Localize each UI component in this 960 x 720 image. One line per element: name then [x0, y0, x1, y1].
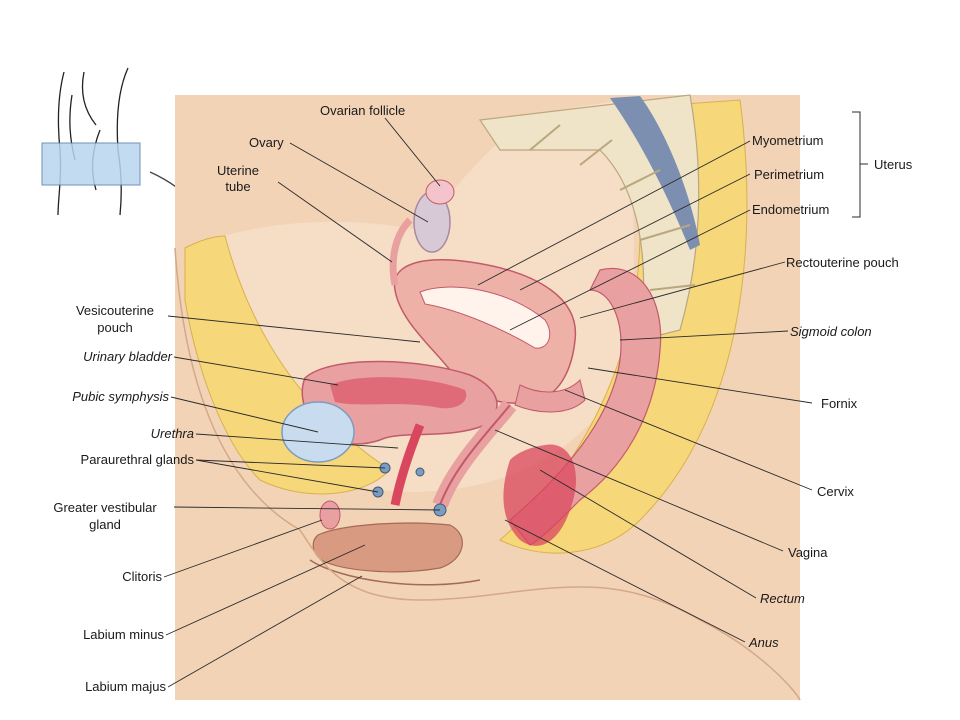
leader-lines: [163, 117, 813, 688]
label-labium-minus: Labium minus: [83, 627, 164, 642]
label-cervix: Cervix: [817, 484, 854, 499]
inset-body-outline: [57, 67, 129, 216]
label-pubic-symphysis: Pubic symphysis: [72, 389, 169, 404]
clitoris-shape: [319, 500, 341, 530]
label-rectouterine-pouch: Rectouterine pouch: [786, 255, 899, 270]
ovarian-follicle-shape: [425, 179, 455, 205]
vagina-lumen: [439, 404, 511, 506]
label-ovary: Ovary: [249, 135, 284, 150]
labia-shape: [312, 522, 463, 573]
label-paraurethral-glands: Paraurethral glands: [80, 452, 194, 467]
label-vagina: Vagina: [788, 545, 828, 560]
rectum-shape: [503, 444, 576, 546]
label-uterus: Uterus: [874, 157, 913, 172]
label-uterine-tube-line1: Uterine: [217, 163, 259, 178]
urethra-shape: [390, 423, 425, 506]
uterine-cavity: [419, 286, 551, 349]
uterine-tube-shape: [389, 217, 413, 286]
label-uterine-tube-line2: tube: [225, 179, 251, 194]
label-labium-majus: Labium majus: [85, 679, 166, 694]
label-clitoris: Clitoris: [122, 569, 162, 584]
label-urethra: Urethra: [150, 426, 194, 441]
label-vesicouterine-pouch-line2: pouch: [97, 320, 133, 335]
label-ovarian-follicle: Ovarian follicle: [320, 103, 406, 118]
label-greater-vestibular-gland-line2: gland: [89, 517, 121, 532]
uterus-bracket: [852, 111, 868, 218]
label-anus: Anus: [749, 635, 779, 650]
label-myometrium: Myometrium: [752, 133, 824, 148]
label-greater-vestibular-gland-line1: Greater vestibular: [53, 500, 157, 515]
labium-majus-shape: [309, 559, 481, 586]
label-perimetrium: Perimetrium: [754, 167, 825, 182]
bladder-lumen: [330, 377, 467, 409]
label-endometrium: Endometrium: [752, 202, 830, 217]
label-vesicouterine-pouch-line1: Vesicouterine: [75, 303, 155, 318]
cervix-shape: [514, 379, 586, 413]
label-fornix: Fornix: [821, 396, 858, 411]
label-rectum: Rectum: [760, 591, 805, 606]
vertebral-segments: [529, 124, 696, 291]
label-urinary-bladder: Urinary bladder: [83, 349, 172, 364]
label-sigmoid-colon: Sigmoid colon: [790, 324, 872, 339]
inset-region-highlight: [41, 142, 141, 186]
skin-contour: [174, 247, 801, 701]
